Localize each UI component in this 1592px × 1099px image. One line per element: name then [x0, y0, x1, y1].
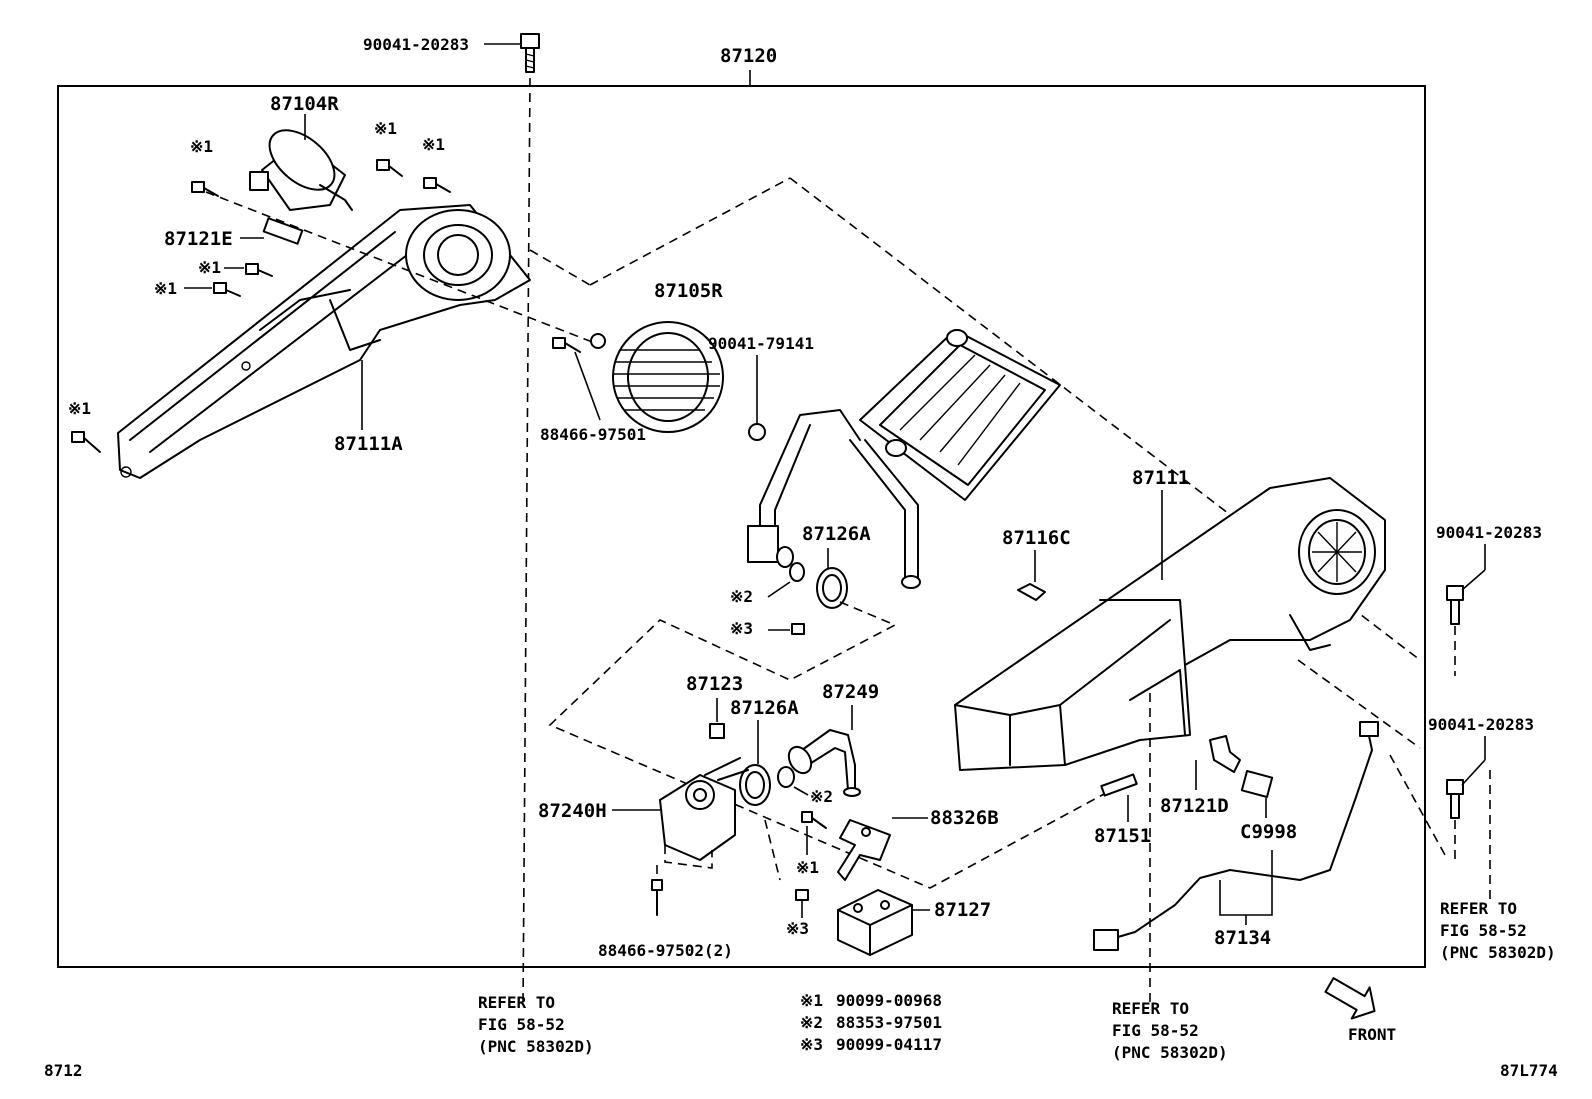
label-87111: 87111 — [1132, 467, 1189, 489]
heater-core — [747, 329, 1061, 589]
label-90041-20283-top: 90041-20283 — [363, 35, 469, 54]
mark3-a: ※3 — [730, 619, 753, 638]
illustration-number: 87L774 — [1500, 1061, 1558, 1080]
bolt-right-2 — [1446, 779, 1464, 819]
refer-mid-3: (PNC 58302D) — [1112, 1043, 1228, 1062]
legend-part-2: 88353-97501 — [836, 1013, 942, 1032]
figure-number: 8712 — [44, 1061, 83, 1080]
front-arrow-icon — [1324, 977, 1376, 1020]
refer-right-3: (PNC 58302D) — [1440, 943, 1556, 962]
mark1-g: ※1 — [796, 858, 819, 877]
duct-87111 — [954, 477, 1386, 771]
label-90041-79141: 90041-79141 — [708, 334, 814, 353]
fan-87105r — [590, 321, 724, 433]
label-c9998: C9998 — [1240, 821, 1297, 843]
legend-mark-2: ※2 — [800, 1013, 823, 1032]
label-assembly: 87120 — [720, 45, 777, 67]
clamp-87126a-1 — [789, 562, 848, 609]
label-87111a: 87111A — [334, 433, 403, 455]
refer-right-1: REFER TO — [1440, 899, 1517, 918]
screws-mark1-left — [71, 159, 451, 453]
mark1-e: ※1 — [154, 279, 177, 298]
label-87240h: 87240H — [538, 800, 607, 822]
refer-right-2: FIG 58-52 — [1440, 921, 1527, 940]
label-87127: 87127 — [934, 899, 991, 921]
connector-c9998 — [1240, 769, 1274, 799]
plate-87151 — [1100, 773, 1138, 797]
assembly-frame — [57, 85, 1426, 968]
nut-90041-79141 — [748, 423, 766, 441]
refer-left-2: FIG 58-52 — [478, 1015, 565, 1034]
label-87104r: 87104R — [270, 93, 339, 115]
mark2-a: ※2 — [730, 587, 753, 606]
o-ring-mark2-b — [777, 766, 795, 788]
legend-part-3: 90099-04117 — [836, 1035, 942, 1054]
screw-mark3-a — [791, 623, 805, 635]
refer-left-3: (PNC 58302D) — [478, 1037, 594, 1056]
label-87123: 87123 — [686, 673, 743, 695]
clip-87116c — [1017, 583, 1046, 601]
mark1-a: ※1 — [190, 137, 213, 156]
label-87126a-2: 87126A — [730, 697, 799, 719]
pad-87127 — [837, 889, 913, 956]
legend-part-1: 90099-00968 — [836, 991, 942, 1010]
label-88466-97501: 88466-97501 — [540, 425, 646, 444]
label-plate-87121e — [262, 217, 304, 245]
bolt-top — [520, 33, 540, 73]
legend-mark-1: ※1 — [800, 991, 823, 1010]
screw-mark1-lower — [801, 811, 813, 823]
motor-87104r — [249, 129, 353, 211]
mark1-b: ※1 — [374, 119, 397, 138]
bolt-right-1 — [1446, 585, 1464, 625]
screw-mark3-b — [795, 889, 809, 901]
label-87126a-1: 87126A — [802, 523, 871, 545]
screw-88466-97502 — [651, 879, 663, 916]
label-87249: 87249 — [822, 681, 879, 703]
hose-87249 — [787, 729, 861, 797]
clip-87121d — [1209, 735, 1241, 773]
refer-left-1: REFER TO — [478, 993, 555, 1012]
clip-87123 — [709, 723, 725, 739]
valve-87240h — [659, 757, 749, 869]
mark2-b: ※2 — [810, 787, 833, 806]
label-87134: 87134 — [1214, 927, 1271, 949]
label-87105r: 87105R — [654, 280, 723, 302]
refer-mid-2: FIG 58-52 — [1112, 1021, 1199, 1040]
label-90041-20283-r2: 90041-20283 — [1428, 715, 1534, 734]
label-87151: 87151 — [1094, 825, 1151, 847]
refer-mid-1: REFER TO — [1112, 999, 1189, 1018]
mark1-c: ※1 — [422, 135, 445, 154]
label-87116c: 87116C — [1002, 527, 1071, 549]
screw-88466-97501 — [552, 337, 581, 353]
label-87121d: 87121D — [1160, 795, 1229, 817]
mark3-b: ※3 — [786, 919, 809, 938]
label-88466-97502: 88466-97502(2) — [598, 941, 733, 960]
label-90041-20283-r1: 90041-20283 — [1436, 523, 1542, 542]
label-87121e: 87121E — [164, 228, 233, 250]
mark1-f: ※1 — [68, 399, 91, 418]
legend-mark-3: ※3 — [800, 1035, 823, 1054]
clamp-87126a-2 — [739, 764, 771, 806]
front-label: FRONT — [1348, 1025, 1396, 1044]
bracket-88326b — [837, 819, 891, 881]
mark1-d: ※1 — [198, 258, 221, 277]
label-88326b: 88326B — [930, 807, 999, 829]
duct-87111a — [117, 204, 531, 479]
harness-87134 — [1093, 721, 1379, 951]
